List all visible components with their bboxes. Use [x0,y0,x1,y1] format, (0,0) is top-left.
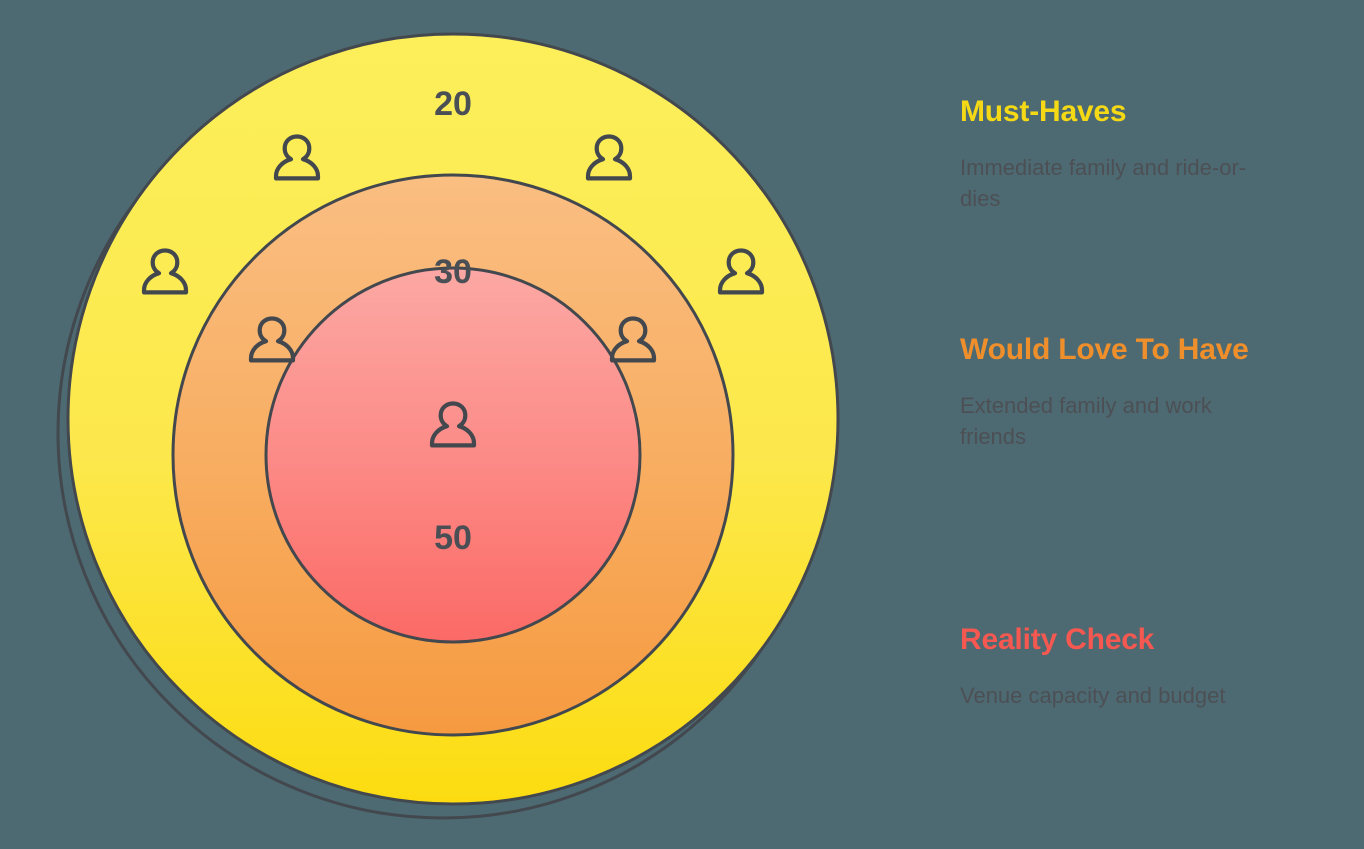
ring-inner-group[interactable] [264,266,642,644]
ring-outer-value: 20 [434,85,472,123]
legend-item-description: Venue capacity and budget [960,682,1226,708]
legend-item-reality-check[interactable]: Reality Check Venue capacity and budget [960,620,1280,711]
legend-item-must-haves[interactable]: Must-Haves Immediate family and ride-or-… [960,92,1280,214]
legend: Must-Haves Immediate family and ride-or-… [960,0,1290,849]
legend-item-description: Extended family and work friends [960,392,1212,449]
legend-item-would-love-to-have[interactable]: Would Love To Have Extended family and w… [960,330,1280,452]
legend-item-description: Immediate family and ride-or-dies [960,154,1247,211]
ring-middle-value: 30 [434,253,472,291]
legend-item-title: Must-Haves [960,95,1127,128]
legend-item-title: Would Love To Have [960,333,1249,366]
ring-inner-value: 50 [434,519,472,557]
legend-item-title: Reality Check [960,623,1155,656]
ring-inner-circle[interactable] [264,266,642,644]
